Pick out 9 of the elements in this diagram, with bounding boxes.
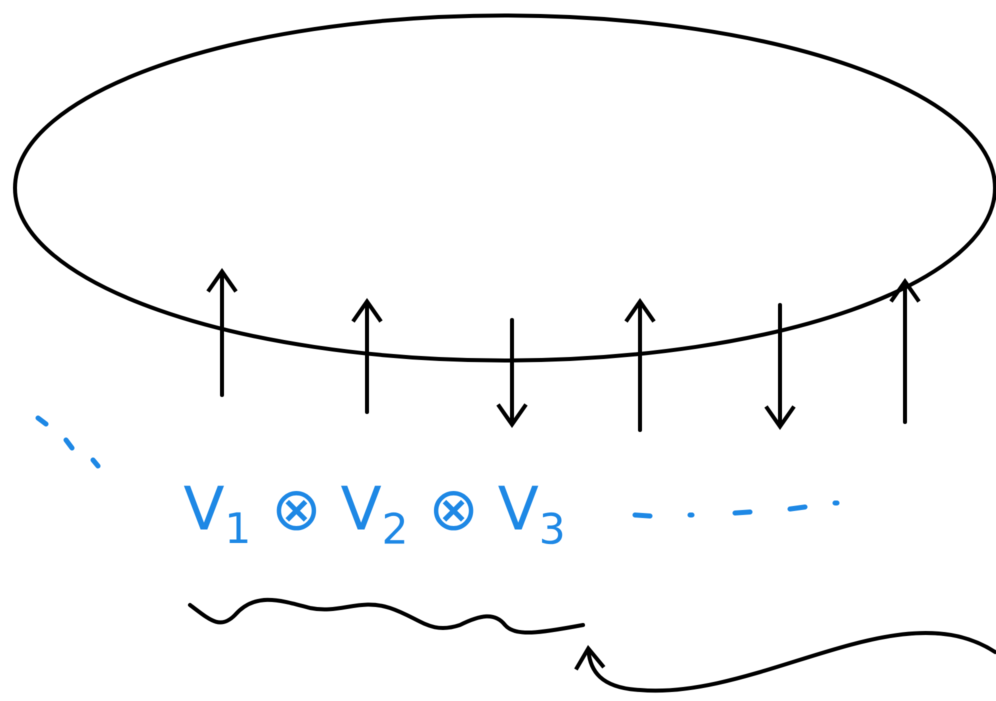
- wavy-line: [188, 598, 585, 635]
- arrow: [624, 298, 656, 432]
- arrow: [574, 631, 996, 692]
- arrow: [496, 318, 528, 428]
- formula-text: V$_{1}$ ⊗ V$_{2}$ ⊗ V$_{3}$: [184, 486, 562, 544]
- arrow: [889, 278, 921, 424]
- arrow: [764, 303, 796, 430]
- arrow: [351, 298, 383, 414]
- arrow: [206, 268, 238, 397]
